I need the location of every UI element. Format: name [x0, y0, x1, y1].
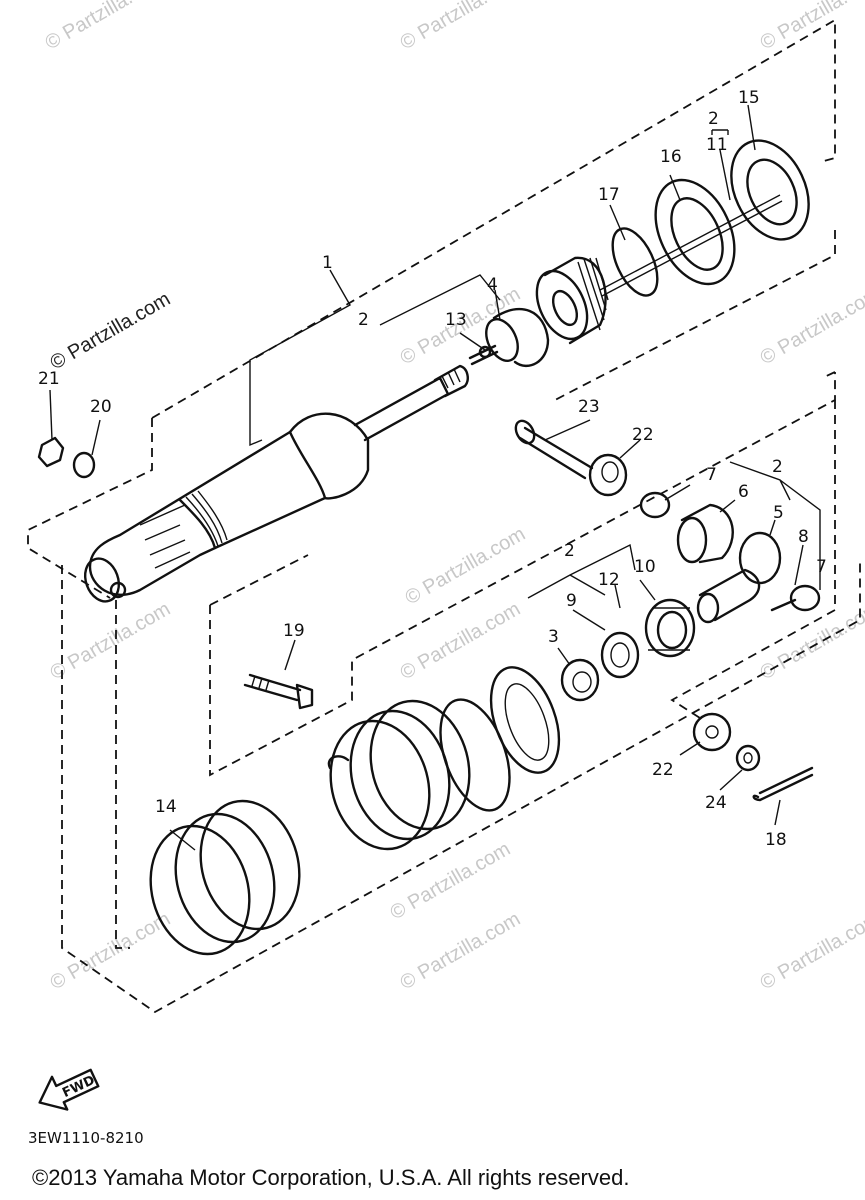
copyright-notice: ©2013 Yamaha Motor Corporation, U.S.A. A… — [32, 1165, 629, 1190]
callout-7: 7 — [816, 557, 827, 577]
callout-9: 9 — [566, 591, 577, 611]
fwd-label: FWD — [60, 1073, 97, 1101]
callout-5: 5 — [773, 503, 784, 523]
callout-16: 16 — [660, 147, 682, 167]
callout-20: 20 — [90, 397, 112, 417]
part-21-nut — [37, 436, 65, 468]
part-9-lockwasher — [600, 631, 640, 679]
callout-15: 15 — [738, 88, 760, 108]
callout-2: 2 — [772, 457, 783, 477]
adjuster-nut-pair — [439, 666, 561, 812]
watermark-text: © Partzilla.com — [47, 598, 175, 684]
part-14-coil-spring — [327, 699, 471, 851]
watermark-text: © Partzilla.com — [757, 908, 865, 994]
watermark-overlay-text: © Partzilla.com — [47, 288, 175, 374]
part-7-bushing-upper — [639, 491, 671, 519]
drawing-code: 3EW1110-8210 — [28, 1129, 144, 1147]
part-19-bolt — [243, 673, 314, 710]
callout-8: 8 — [798, 527, 809, 547]
piston-rod — [353, 364, 469, 442]
watermark-text: © Partzilla.com — [757, 0, 865, 54]
callout-21: 21 — [38, 369, 60, 389]
part-6-bushing — [676, 503, 734, 564]
fwd-arrow-icon: FWD — [38, 1068, 100, 1111]
shock-absorber-body — [83, 412, 370, 603]
callout-3: 3 — [548, 627, 559, 647]
part-14-coil-spring-lower — [149, 799, 301, 956]
callout-10: 10 — [634, 557, 656, 577]
part-5-link — [696, 531, 782, 624]
callout-1: 1 — [322, 253, 333, 273]
callout-13: 13 — [445, 310, 467, 330]
callout-17: 17 — [598, 185, 620, 205]
callout-22: 22 — [652, 760, 674, 780]
callout-2: 2 — [358, 310, 369, 330]
part-16-spring-seat — [654, 178, 736, 286]
callout-18: 18 — [765, 830, 787, 850]
watermark-text: © Partzilla.com — [42, 0, 170, 54]
callout-labels: 1 2 2 2 2 2 3 4 5 6 7 7 8 9 10 11 12 13 … — [38, 88, 827, 850]
watermark-text: © Partzilla.com — [397, 908, 525, 994]
callout-4: 4 — [487, 275, 498, 295]
callout-2: 2 — [564, 541, 575, 561]
part-4-bump-stopper — [485, 307, 550, 368]
callout-11: 11 — [706, 135, 728, 155]
callout-19: 19 — [283, 621, 305, 641]
part-7-bushing-lower — [789, 584, 821, 612]
watermark-text: © Partzilla.com — [397, 0, 525, 54]
part-10-nut — [644, 598, 696, 658]
part-20-washer — [72, 451, 96, 479]
watermark-text: © Partzilla.com — [387, 838, 515, 924]
callout-22: 22 — [632, 425, 654, 445]
callout-2: 2 — [708, 109, 719, 129]
callout-14: 14 — [155, 797, 177, 817]
part-15-seal-cap — [730, 139, 810, 241]
part-3-ring — [560, 658, 600, 702]
part-23-pin — [514, 419, 594, 480]
callout-12: 12 — [598, 570, 620, 590]
part-24-washer — [735, 744, 761, 772]
callout-24: 24 — [705, 793, 727, 813]
watermark-text: © Partzilla.com — [757, 283, 865, 369]
part-18-cotter-pin — [752, 766, 814, 802]
watermark-text: © Partzilla.com — [397, 598, 525, 684]
callout-7: 7 — [706, 465, 717, 485]
callout-6: 6 — [738, 482, 749, 502]
part-13-nut — [478, 345, 492, 359]
part-11-rod — [599, 194, 783, 297]
adjuster-ring — [535, 256, 609, 345]
part-22-collar-lower — [692, 712, 732, 752]
part-22-collar-upper — [588, 453, 628, 497]
callout-23: 23 — [578, 397, 600, 417]
leader-lines — [49, 104, 821, 851]
watermark-text: © Partzilla.com — [402, 523, 530, 609]
assembly-boundaries — [27, 18, 861, 1014]
